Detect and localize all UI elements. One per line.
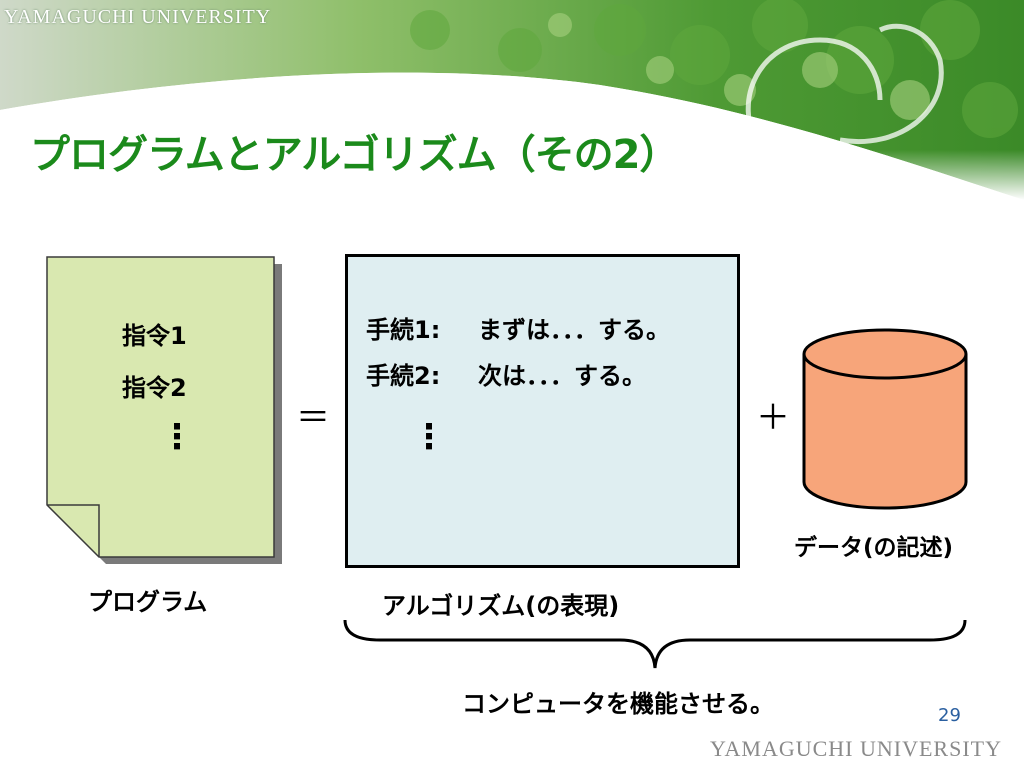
university-logo-top: YAMAGUCHI UNIVERSITY: [4, 6, 272, 28]
plus-sign: ＋: [756, 398, 790, 438]
curly-brace-icon: [343, 619, 967, 669]
algorithm-step-2-text: 次は．．．する。: [478, 362, 646, 390]
algorithm-step-2-label: 手続2:: [366, 362, 441, 390]
document-icon: [46, 256, 282, 564]
program-line-2: 指令2: [122, 374, 187, 402]
database-cylinder-icon: [802, 328, 968, 510]
algorithm-step-1-label: 手続1:: [366, 316, 441, 344]
program-vertical-ellipsis: ⋮: [160, 417, 194, 457]
page-number: 29: [938, 705, 961, 726]
brace-caption: コンピュータを機能させる。: [462, 690, 774, 718]
data-caption: データ(の記述): [794, 535, 954, 561]
university-logo-bottom: YAMAGUCHI UNIVERSITY: [710, 736, 1002, 761]
slide-title: プログラムとアルゴリズム（その2）: [30, 132, 679, 178]
header-banner: [0, 0, 1024, 200]
algorithm-step-2: 手続2: 次は．．．する。: [366, 356, 646, 391]
algorithm-box: [345, 254, 740, 568]
algorithm-caption: アルゴリズム(の表現): [382, 592, 620, 620]
algorithm-vertical-ellipsis: ⋮: [412, 417, 446, 457]
algorithm-step-1: 手続1: まずは．．．する。: [366, 310, 670, 345]
algorithm-step-1-text: まずは．．．する。: [478, 316, 670, 344]
program-lines: 指令1 指令2: [122, 310, 187, 414]
equals-sign: ＝: [296, 398, 330, 438]
program-line-1: 指令1: [122, 322, 187, 350]
program-caption: プログラム: [88, 588, 208, 616]
